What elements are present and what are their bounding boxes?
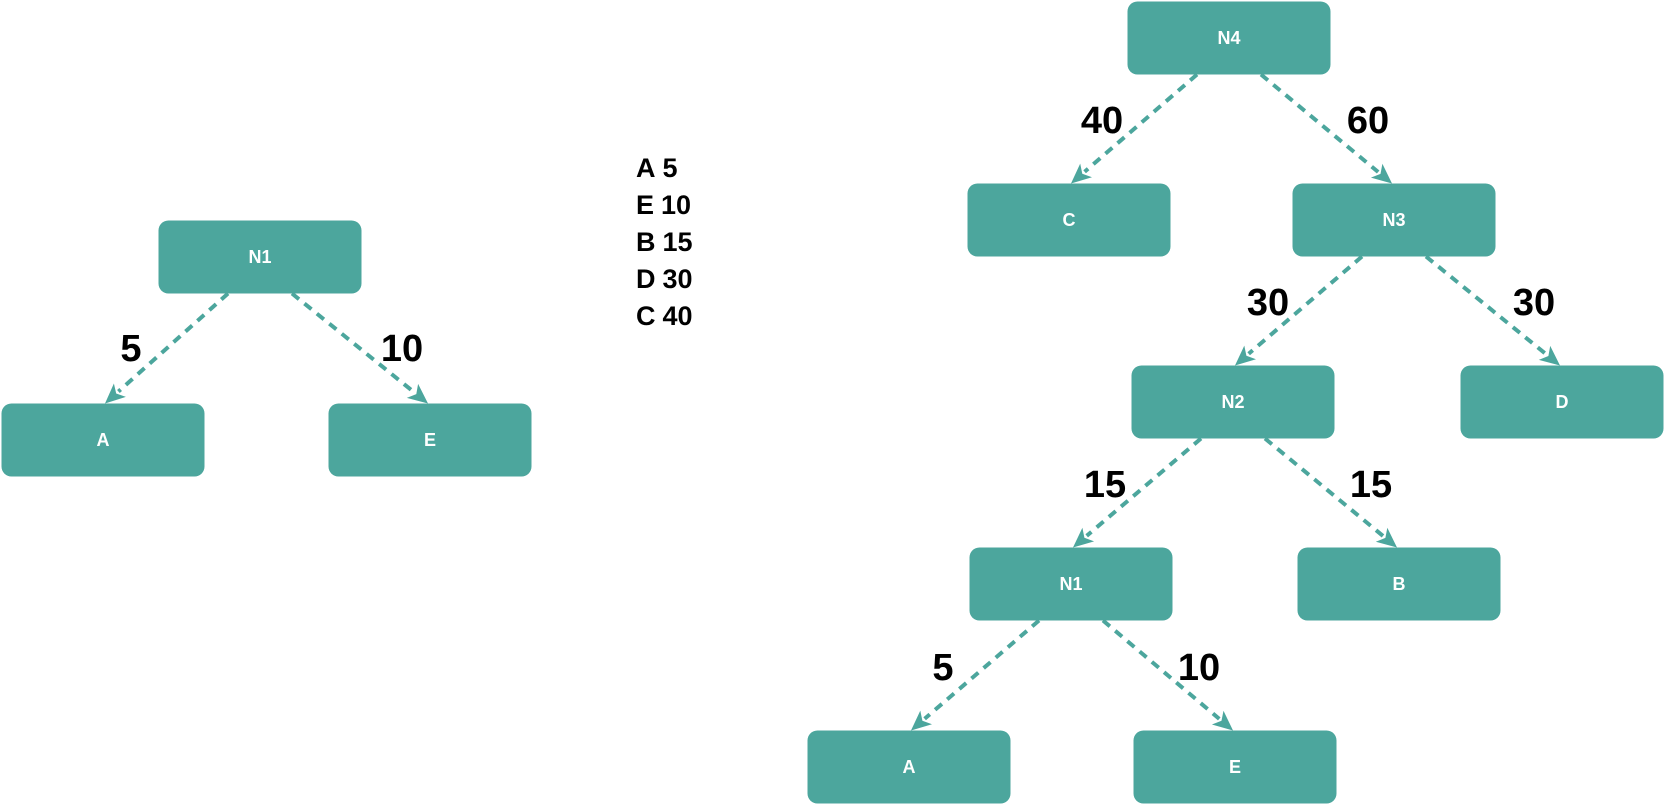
tree-node-n2: N2 bbox=[1131, 365, 1335, 439]
edge-n3-to-n2 bbox=[1235, 254, 1364, 366]
node-box bbox=[1131, 365, 1335, 439]
edge-line bbox=[1083, 72, 1199, 174]
edge-n2-to-n1 bbox=[1073, 436, 1203, 548]
tree-node-a: A bbox=[1, 403, 205, 477]
tree-node-d: D bbox=[1460, 365, 1664, 439]
node-box bbox=[1460, 365, 1664, 439]
node-label: N4 bbox=[1217, 28, 1240, 48]
node-label: C bbox=[1063, 210, 1076, 230]
edge-weight-label: 30 bbox=[1513, 282, 1555, 324]
arrowhead-icon bbox=[1073, 527, 1095, 548]
edge-n3-to-d bbox=[1424, 254, 1560, 366]
node-label: E bbox=[1229, 757, 1241, 777]
node-box bbox=[1, 403, 205, 477]
tree-node-n1: N1 bbox=[969, 547, 1173, 621]
tree-node-n1: N1 bbox=[158, 220, 362, 294]
edge-weight-label: 5 bbox=[120, 328, 141, 370]
node-label: D bbox=[1556, 392, 1569, 412]
edges-layer bbox=[105, 72, 1560, 731]
arrowhead-icon bbox=[105, 383, 126, 404]
edge-weight-label: 40 bbox=[1081, 100, 1123, 142]
node-label: N1 bbox=[1059, 574, 1082, 594]
edge-weight-label: 10 bbox=[1178, 647, 1220, 689]
arrowhead-icon bbox=[911, 710, 932, 731]
tree-node-c: C bbox=[967, 183, 1171, 257]
edge-n2-to-b bbox=[1263, 436, 1397, 548]
arrowhead-icon bbox=[1235, 345, 1256, 366]
edge-s_n1-to-s_a bbox=[105, 292, 230, 404]
frequency-symbol: E bbox=[636, 190, 655, 220]
edge-line bbox=[1424, 254, 1548, 356]
edge-weight-label: 15 bbox=[1350, 464, 1392, 506]
node-label: E bbox=[424, 430, 436, 450]
arrowhead-icon bbox=[406, 383, 428, 404]
node-box bbox=[807, 730, 1011, 804]
node-label: B bbox=[1393, 574, 1406, 594]
arrowhead-icon bbox=[1375, 527, 1397, 548]
tree-node-n3: N3 bbox=[1292, 183, 1496, 257]
arrowhead-icon bbox=[1071, 163, 1092, 184]
edge-n1-to-a bbox=[911, 618, 1041, 731]
edge-weight-label: 60 bbox=[1347, 100, 1389, 142]
edge-n4-to-n3 bbox=[1259, 72, 1392, 184]
arrowhead-icon bbox=[1538, 345, 1560, 366]
frequency-value: 10 bbox=[661, 190, 692, 220]
edge-line bbox=[290, 291, 416, 394]
node-box bbox=[1292, 183, 1496, 257]
frequency-symbol: A bbox=[636, 153, 656, 183]
edge-s_n1-to-s_e bbox=[290, 291, 428, 404]
edge-line bbox=[1247, 254, 1364, 356]
node-label: A bbox=[903, 757, 916, 777]
edge-weight-label: 10 bbox=[381, 328, 423, 370]
arrowhead-icon bbox=[1211, 710, 1233, 731]
frequency-symbol: B bbox=[636, 227, 656, 257]
edge-weight-label: 15 bbox=[1084, 464, 1126, 506]
node-box bbox=[969, 547, 1173, 621]
edge-labels-layer: 5 10 40 60 30 30 15 15 5 10 bbox=[120, 100, 1555, 689]
edge-weight-label: 30 bbox=[1247, 282, 1289, 324]
frequency-value: 15 bbox=[662, 227, 693, 257]
frequency-value: 30 bbox=[662, 264, 693, 294]
node-box bbox=[967, 183, 1171, 257]
edge-n4-to-c bbox=[1071, 72, 1199, 184]
tree-node-b: B bbox=[1297, 547, 1501, 621]
node-box bbox=[158, 220, 362, 294]
tree-node-e: E bbox=[1133, 730, 1337, 804]
edge-n1-to-e bbox=[1101, 618, 1233, 731]
node-box bbox=[1297, 547, 1501, 621]
frequency-symbol: C bbox=[636, 301, 656, 331]
node-label: N3 bbox=[1382, 210, 1405, 230]
node-box bbox=[1133, 730, 1337, 804]
tree-node-e: E bbox=[328, 403, 532, 477]
tree-node-n4: N4 bbox=[1127, 1, 1331, 75]
node-label: A bbox=[97, 430, 110, 450]
edge-line bbox=[117, 292, 230, 393]
arrowhead-icon bbox=[1370, 163, 1392, 184]
edge-weight-label: 5 bbox=[932, 647, 953, 689]
frequency-value: 5 bbox=[662, 153, 678, 183]
frequency-symbol: D bbox=[636, 264, 656, 294]
node-label: N2 bbox=[1221, 392, 1244, 412]
node-box bbox=[1127, 1, 1331, 75]
node-box bbox=[328, 403, 532, 477]
tree-node-a: A bbox=[807, 730, 1011, 804]
node-label: N1 bbox=[248, 247, 271, 267]
frequency-value: 40 bbox=[662, 301, 693, 331]
